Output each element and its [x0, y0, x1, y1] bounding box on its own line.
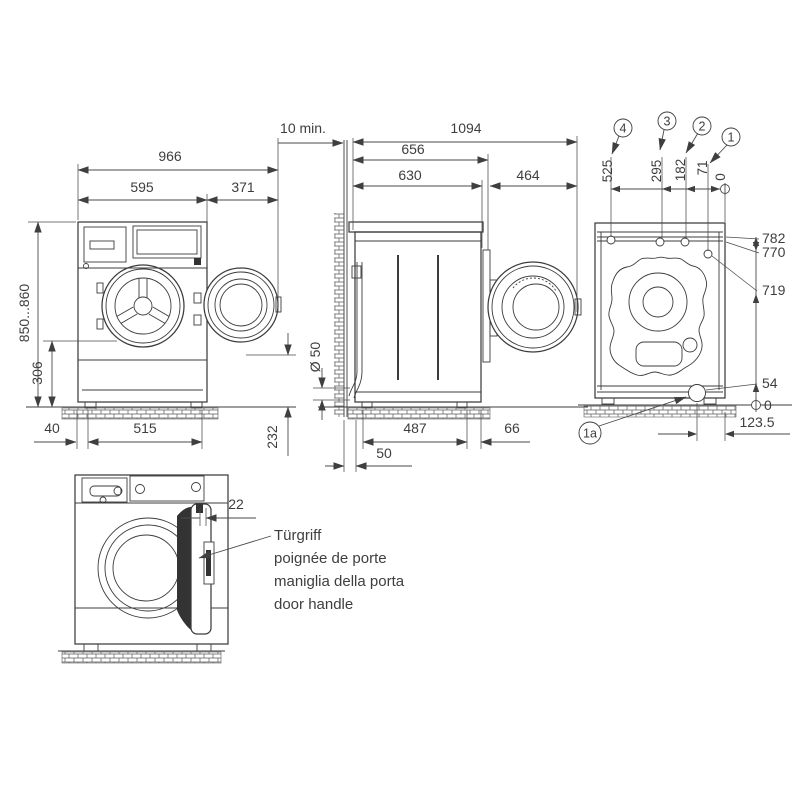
side-wall	[334, 140, 348, 417]
dim-depth-with-door: 656	[401, 141, 425, 157]
door-hinge	[96, 282, 104, 294]
dim-door-projection: 464	[516, 167, 540, 183]
balloon-2	[692, 116, 712, 136]
balloon-1-label: 1	[728, 130, 735, 144]
side-floor	[318, 406, 588, 420]
dim-door-floor-clearance: 232	[264, 425, 280, 449]
front-closed-door	[96, 264, 185, 348]
rear-balloons: 4 3 2 1	[611, 111, 741, 164]
dim-x-71: 71	[695, 160, 710, 175]
dim-drain-diameter: Ø 50	[307, 342, 323, 373]
balloon-4-label: 4	[620, 121, 627, 135]
dim-y-782: 782	[762, 230, 786, 246]
rear-connections	[606, 235, 713, 402]
door-handle-edge	[574, 298, 582, 316]
dim-foot-pitch: 515	[133, 420, 157, 436]
dim-body-width: 595	[130, 179, 154, 195]
balloon-1	[721, 127, 741, 147]
rear-machine-outline	[594, 222, 726, 405]
connection-1	[703, 249, 713, 259]
handle-label-it: maniglia della porta	[274, 573, 405, 590]
balloon-3	[657, 111, 677, 131]
rear-backplate	[608, 256, 707, 376]
side-drain-hose	[348, 262, 363, 399]
detail-machine-outline	[74, 474, 229, 652]
door-lock-indicator	[196, 504, 203, 513]
rear-dimension-drain-offset: 123.5	[658, 403, 790, 441]
rear-dimensions-right: 782 770 719 54 0	[705, 230, 786, 413]
door-handle-edge	[275, 296, 282, 313]
dim-body-depth: 630	[398, 167, 422, 183]
dim-drain-offset: 123.5	[739, 414, 774, 430]
handle-label-fr: poignée de porte	[274, 550, 387, 567]
drain-connection	[688, 384, 706, 402]
rear-view: 525 295 182 71 0 4 3 2 1 782 770 719 54 …	[578, 111, 792, 445]
dim-total-depth: 1094	[450, 120, 481, 136]
balloon-1a-label: 1a	[583, 427, 597, 441]
front-floor	[26, 406, 296, 420]
dim-front-foot: 66	[504, 420, 520, 436]
handle-label-en: door handle	[274, 596, 353, 613]
dim-x-0: 0	[713, 173, 728, 181]
connection-4	[606, 235, 616, 245]
dim-y-719: 719	[762, 282, 786, 298]
side-open-door	[482, 249, 582, 363]
detail-view: 22 Türgriff poignée de porte maniglia de…	[58, 474, 405, 664]
detail-labels: Türgriff poignée de porte maniglia della…	[274, 527, 405, 613]
rear-dimensions-top: 525 295 182 71 0	[600, 157, 730, 251]
dim-y-54: 54	[762, 375, 778, 391]
dim-rear-gap: 50	[376, 445, 392, 461]
side-machine-outline	[348, 221, 484, 409]
balloon-4	[613, 118, 633, 138]
detail-open-door	[177, 503, 215, 635]
balloon-2-label: 2	[699, 119, 706, 133]
rear-balloon-1a: 1a	[578, 396, 687, 445]
front-view: 966 595 371 850...860 306 40 515 232	[16, 138, 296, 456]
balloon-3-label: 3	[664, 114, 671, 128]
dim-door-width: 371	[231, 179, 255, 195]
front-dimensions: 966 595 371 850...860 306 40 515 232	[16, 138, 296, 456]
door-hinge	[96, 318, 104, 330]
dim-porthole-height: 306	[29, 361, 45, 385]
dim-handle-depth: 22	[228, 496, 244, 512]
dim-x-182: 182	[673, 159, 688, 182]
dim-wall-gap: 10 min.	[280, 120, 326, 136]
handle-label-de: Türgriff	[274, 527, 322, 544]
connection-2	[680, 237, 690, 247]
side-view: 10 min. 1094 656 630 464 Ø 50 487 66 50	[278, 120, 588, 472]
connection-3	[655, 237, 665, 247]
dim-side-foot-pitch: 487	[403, 420, 427, 436]
front-control-panel	[83, 225, 202, 269]
detail-dimensions: 22	[181, 496, 272, 559]
dim-y-770: 770	[762, 244, 786, 260]
dim-y-0: 0	[764, 397, 772, 413]
balloon-1a	[578, 421, 602, 445]
detail-floor	[58, 650, 225, 664]
dim-height-range: 850...860	[16, 284, 32, 343]
dim-total-width: 966	[158, 148, 182, 164]
door-lock-indicator	[194, 258, 201, 265]
dim-foot-offset: 40	[44, 420, 60, 436]
dim-x-295: 295	[649, 160, 664, 183]
dim-x-525: 525	[600, 160, 615, 183]
side-dimensions: 10 min. 1094 656 630 464 Ø 50 487 66 50	[278, 120, 578, 472]
